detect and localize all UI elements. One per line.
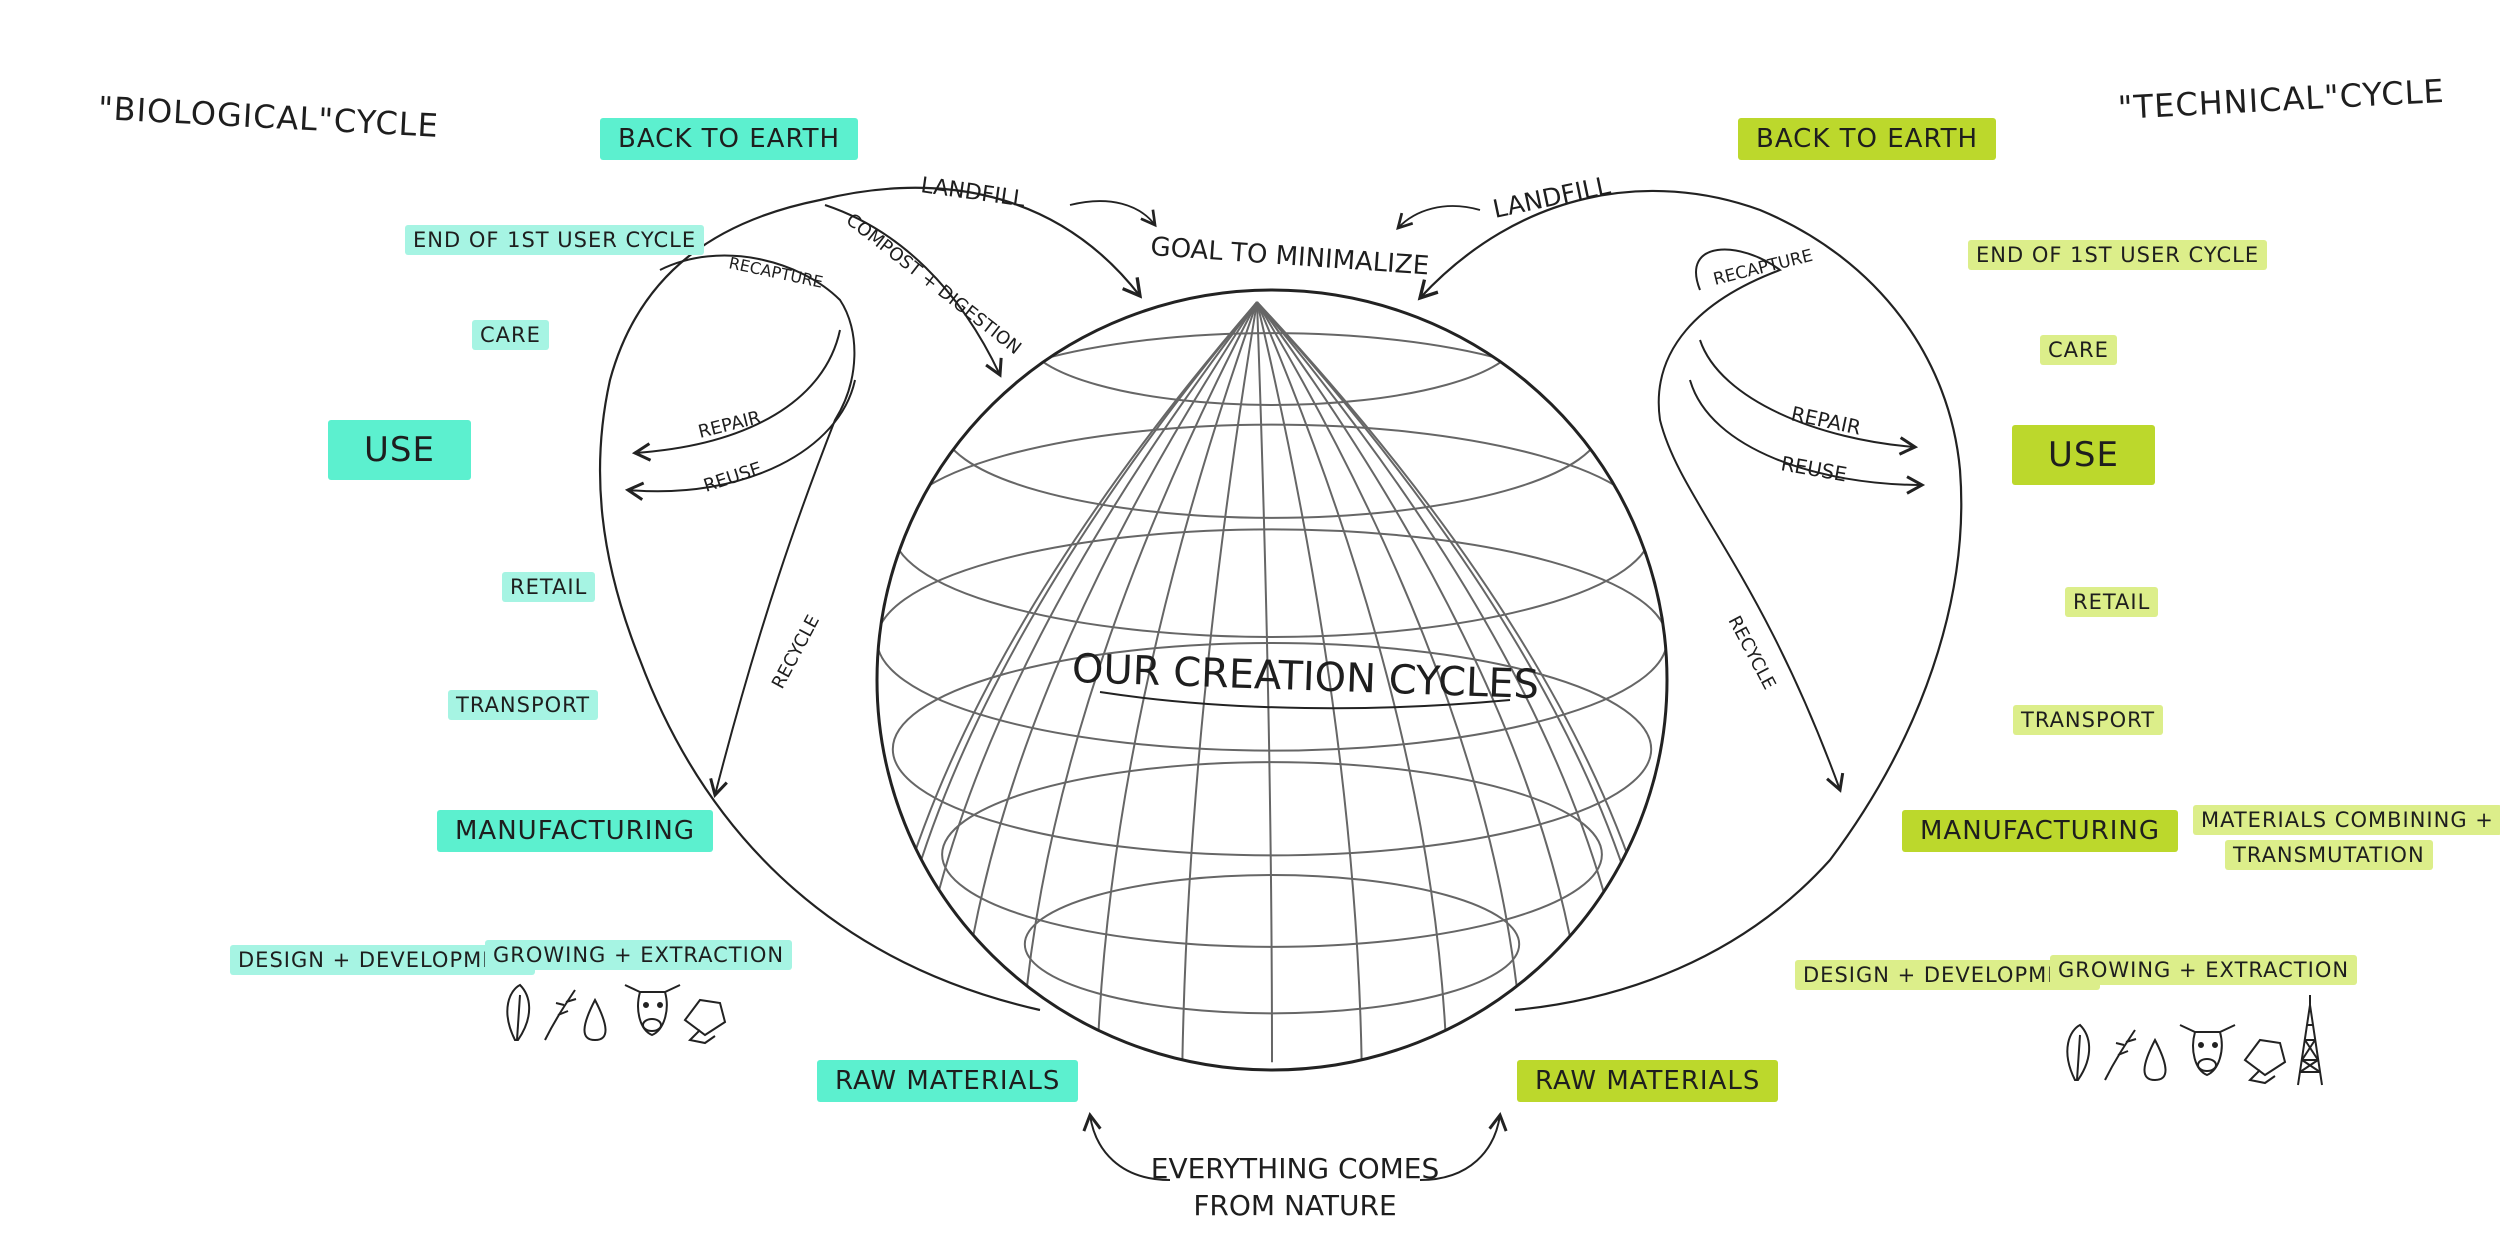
nature-right-arrow	[1419, 1111, 1508, 1181]
oil-derrick-icon	[2297, 995, 2323, 1086]
bio-icons	[506, 983, 727, 1045]
tech-landfill-label: LANDFILL	[1490, 171, 1613, 224]
nature-line-1: EVERYTHING COMES	[1151, 1152, 1439, 1185]
bio-back-to-earth: BACK TO EARTH	[600, 118, 859, 160]
bio-landfill-label: LANDFILL	[919, 173, 1027, 212]
tech-raw-materials: RAW MATERIALS	[1517, 1060, 1779, 1102]
tech-repair-arrow	[1699, 339, 1919, 456]
tech-repair-label: REPAIR	[1789, 401, 1863, 439]
bio-design-development: DESIGN + DEVELOPMENT	[230, 945, 536, 975]
tech-back-to-earth: BACK TO EARTH	[1738, 118, 1997, 160]
cow-icon	[624, 984, 681, 1037]
tech-recycle-label: RECYCLE	[1724, 612, 1780, 693]
globe-meridian-line	[1181, 301, 1258, 1063]
tech-transmutation: TRANSMUTATION	[2225, 840, 2433, 870]
tech-retail: RETAIL	[2065, 587, 2159, 617]
plant-sprig-icon	[2104, 1029, 2137, 1081]
tech-transport: TRANSPORT	[2013, 705, 2164, 735]
bio-outer-loop	[598, 186, 1143, 1012]
globe-latitude-line	[877, 528, 1667, 752]
globe-meridian-line	[1256, 301, 1363, 1063]
tech-use: USE	[2012, 425, 2155, 485]
tech-manufacturing: MANUFACTURING	[1902, 810, 2178, 852]
bio-raw-materials: RAW MATERIALS	[817, 1060, 1079, 1102]
rocks-icon	[683, 998, 727, 1045]
nature-left-arrow	[1082, 1111, 1171, 1181]
bio-compost-label: COMPOST + DIGESTION	[842, 209, 1025, 359]
bio-end-of-first-user-cycle: END OF 1ST USER CYCLE	[405, 225, 705, 255]
water-drop-icon	[2143, 1037, 2167, 1082]
bio-recycle-label: RECYCLE	[768, 612, 824, 693]
rocks-icon	[2243, 1038, 2287, 1085]
bio-growing-extraction: GROWING + EXTRACTION	[485, 940, 793, 970]
tech-end-of-first-user-cycle: END OF 1ST USER CYCLE	[1968, 240, 2268, 270]
bio-care: CARE	[472, 320, 549, 350]
bio-repair-label: REPAIR	[696, 407, 763, 443]
bio-compost-path	[824, 204, 1003, 378]
goal-label: GOAL TO MINIMALIZE	[1150, 232, 1431, 281]
tech-recapture-label: RECAPTURE	[1711, 246, 1815, 290]
water-drop-icon	[583, 997, 607, 1042]
globe-title: OUR CREATION CYCLES	[1071, 646, 1540, 708]
tech-landfill-goal-arrow	[1396, 205, 1481, 231]
tech-reuse-label: REUSE	[1779, 451, 1849, 486]
bio-recapture-label: RECAPTURE	[727, 253, 825, 291]
globe-meridian-line	[1096, 301, 1258, 1063]
leaf-icon	[506, 983, 531, 1041]
globe-title-underline	[1099, 691, 1511, 710]
leaf-icon	[2066, 1023, 2091, 1081]
bio-manufacturing: MANUFACTURING	[437, 810, 713, 852]
globe-latitude-line	[891, 423, 1653, 638]
bio-reuse-arrow	[624, 379, 856, 501]
globe-meridian-line	[1256, 301, 1448, 1063]
nature-line-2: FROM NATURE	[1193, 1189, 1396, 1222]
bio-recapture-loop	[659, 254, 856, 798]
plant-sprig-icon	[544, 989, 577, 1041]
tech-materials-combining: MATERIALS COMBINING +	[2193, 805, 2500, 835]
tech-design-development: DESIGN + DEVELOPMENT	[1795, 960, 2101, 990]
tech-reuse-arrow	[1689, 379, 1926, 495]
cow-icon	[2179, 1024, 2236, 1077]
tech-outer-loop	[1417, 189, 1963, 1012]
bio-repair-arrow	[631, 329, 841, 462]
tech-icons	[2066, 995, 2323, 1086]
bio-retail: RETAIL	[502, 572, 596, 602]
bio-transport: TRANSPORT	[448, 690, 599, 720]
globe-meridian-line	[1019, 301, 1258, 1063]
bio-landfill-goal-arrow	[1069, 200, 1157, 228]
globe-meridian-line	[1256, 301, 1273, 1063]
bio-use: USE	[328, 420, 471, 480]
bio-reuse-label: REUSE	[701, 458, 764, 496]
globe-outline	[875, 288, 1669, 1072]
globe-latitude-line	[891, 642, 1653, 857]
tech-recapture-loop	[1657, 248, 1845, 793]
tech-care: CARE	[2040, 335, 2117, 365]
globe-meridian-line	[1256, 301, 1525, 1063]
tech-growing-extraction: GROWING + EXTRACTION	[2050, 955, 2358, 985]
